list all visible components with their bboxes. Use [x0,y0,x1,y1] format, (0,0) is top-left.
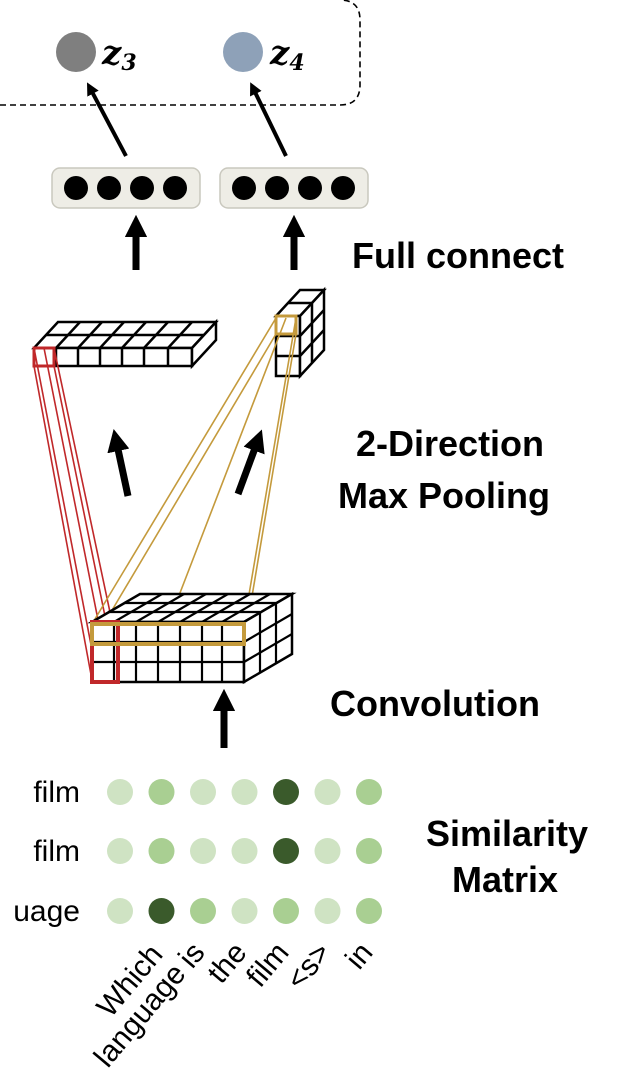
matrix-cell [107,898,133,924]
matrix-cell [273,838,299,864]
matrix-column-label: <s> [280,936,337,996]
output-node-z4-label: z4 [269,33,305,76]
matrix-cell [107,779,133,805]
matrix-row-label: film [33,776,80,809]
arrow-pooling-left [107,429,132,497]
label-pooling-line2: Max Pooling [338,475,550,516]
matrix-row-label: uage [13,895,80,928]
matrix-cell [148,779,175,805]
feature-vector-left [51,167,201,209]
output-node-z4: z4 [223,32,305,76]
label-similarity-line1: Similarity [426,813,588,854]
matrix-column-label-line: <s> [280,936,337,996]
gold-pool-marker [274,314,298,336]
feature-vector-right [219,167,369,209]
pooled-row-bar-side [190,318,218,370]
label-similarity-line2: Matrix [452,859,558,900]
vector-dot [97,176,121,200]
gold-filter-projection [91,317,297,645]
vector-dot [331,176,355,200]
matrix-cell [231,838,258,864]
matrix-cell [190,779,216,805]
matrix-cell [314,779,341,805]
output-node-z4-circle [223,32,263,72]
label-convolution: Convolution [330,683,540,724]
vector-dot [232,176,256,200]
matrix-row-label: film [33,835,80,868]
output-container [0,0,361,106]
matrix-column-label: the [201,936,253,989]
matrix-cell [356,898,382,924]
matrix-cell [190,898,216,924]
matrix-cell [356,838,382,864]
matrix-cell [314,838,341,864]
output-node-z3-circle [56,32,96,72]
label-pooling-line1: 2-Direction [356,423,544,464]
matrix-cell [273,779,299,805]
vector-dot [265,176,289,200]
arrow-vector-to-z3 [87,82,128,157]
arrow-vector-to-z4 [250,82,288,157]
matrix-cell [107,838,133,864]
matrix-cell [231,779,258,805]
output-node-z3: z3 [56,32,137,76]
gold-convolution-window [90,622,246,646]
matrix-column-label-line: in [339,936,379,975]
feature-vector-left-box [51,167,201,209]
label-full-connect: Full connect [352,235,564,276]
vector-dot [163,176,187,200]
matrix-cell [356,779,382,805]
pooled-row-bar [31,318,219,370]
matrix-cell [148,838,175,864]
matrix-cell [190,838,216,864]
matrix-cell [148,898,175,924]
vector-dot [298,176,322,200]
arrow-pooling-right [234,429,265,496]
output-node-z3-label: z3 [101,33,137,76]
matrix-cell [273,898,299,924]
red-pool-marker [32,346,56,368]
matrix-cell [231,898,258,924]
matrix-column-label-line: the [201,936,253,989]
vector-dot [64,176,88,200]
convolution-feature-map [87,591,297,685]
matrix-column-label: in [339,936,379,975]
feature-vector-right-box [219,167,369,209]
vector-dot [130,176,154,200]
matrix-cell [314,898,341,924]
similarity-matrix: film film uage [13,776,382,928]
